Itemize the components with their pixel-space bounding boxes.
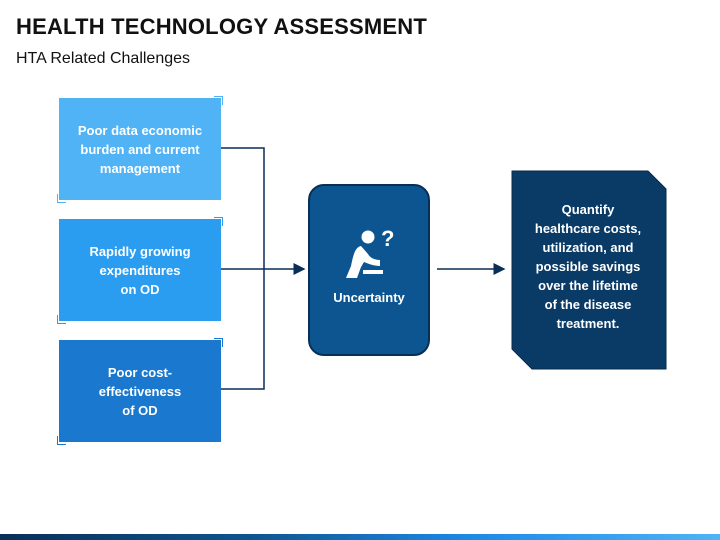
footer-gradient-bar <box>0 534 720 540</box>
challenge-2-line-3: on OD <box>120 281 160 297</box>
page-subtitle: HTA Related Challenges <box>16 50 191 67</box>
challenge-3-line-3: of OD <box>122 402 158 418</box>
corner-accent <box>57 194 66 203</box>
svg-text:?: ? <box>381 226 394 251</box>
result-box <box>511 170 667 370</box>
challenge-1-line-3: management <box>99 160 181 176</box>
corner-accent <box>57 315 66 324</box>
uncertainty-label: Uncertainty <box>333 290 405 305</box>
challenge-box-data-economic-burden: Poor data economic burden and current ma… <box>59 98 221 200</box>
challenge-box-poor-cost-effectiveness: Poor cost- effectiveness of OD <box>59 340 221 442</box>
corner-accent <box>214 217 223 226</box>
corner-accent <box>214 338 223 347</box>
result-text: Quantify healthcare costs, utilization, … <box>512 200 664 333</box>
result-line-5: over the lifetime <box>538 278 638 293</box>
challenge-box-rapidly-growing-expenditures: Rapidly growing expenditures on OD <box>59 219 221 321</box>
corner-accent <box>57 436 66 445</box>
corner-accent <box>214 96 223 105</box>
result-line-4: possible savings <box>535 259 641 274</box>
uncertainty-node: ? Uncertainty <box>308 184 430 356</box>
challenge-3-line-2: effectiveness <box>98 383 182 399</box>
challenge-2-line-2: expenditures <box>99 262 181 278</box>
thinking-person-question-icon: ? <box>346 226 394 278</box>
result-line-3: utilization, and <box>542 240 634 255</box>
challenge-1-line-1: Poor data economic <box>77 122 203 138</box>
connector-top <box>221 147 265 390</box>
result-line-6: of the disease <box>544 297 632 312</box>
result-line-1: Quantify <box>561 202 615 217</box>
challenge-3-line-1: Poor cost- <box>107 364 173 380</box>
challenge-2-line-1: Rapidly growing <box>89 243 191 259</box>
challenge-1-line-2: burden and current <box>80 141 200 157</box>
result-line-7: treatment. <box>556 316 620 331</box>
page-title: HEALTH TECHNOLOGY ASSESSMENT <box>16 14 427 39</box>
result-line-2: healthcare costs, <box>534 221 642 236</box>
